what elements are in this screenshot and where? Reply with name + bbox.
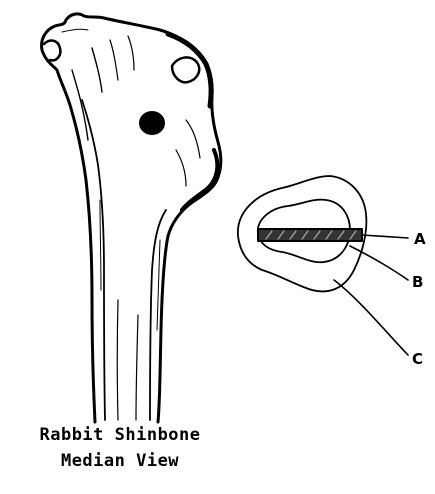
caption-title: Rabbit Shinbone	[0, 425, 240, 445]
bone-edge-shading	[168, 34, 211, 106]
head-texture-9	[62, 29, 88, 32]
shaft-inner-line-mid2	[136, 315, 138, 420]
head-texture-6	[176, 150, 186, 186]
bone-outline	[42, 14, 221, 422]
foramen-dot	[139, 111, 165, 135]
caption-subtitle: Median View	[0, 451, 240, 471]
bone-edge-shading-lower	[182, 150, 217, 210]
head-texture-2	[92, 48, 102, 92]
leader-line-a	[362, 235, 408, 238]
label-b: B	[412, 273, 423, 291]
leader-line-b	[350, 246, 408, 280]
leader-line-c	[334, 280, 408, 355]
cross-section-bar	[258, 229, 362, 241]
label-c: C	[412, 350, 423, 368]
shaft-inner-line-mid	[117, 300, 118, 420]
bone-knob	[172, 57, 199, 82]
cross-section	[238, 176, 408, 355]
head-texture-1	[72, 70, 88, 140]
head-texture-5	[186, 120, 200, 158]
shinbone-drawing	[42, 14, 221, 422]
label-a: A	[414, 230, 426, 248]
head-texture-7	[100, 200, 101, 290]
head-texture-3	[110, 40, 118, 80]
head-texture-8	[157, 240, 160, 330]
head-texture-4	[128, 36, 134, 70]
